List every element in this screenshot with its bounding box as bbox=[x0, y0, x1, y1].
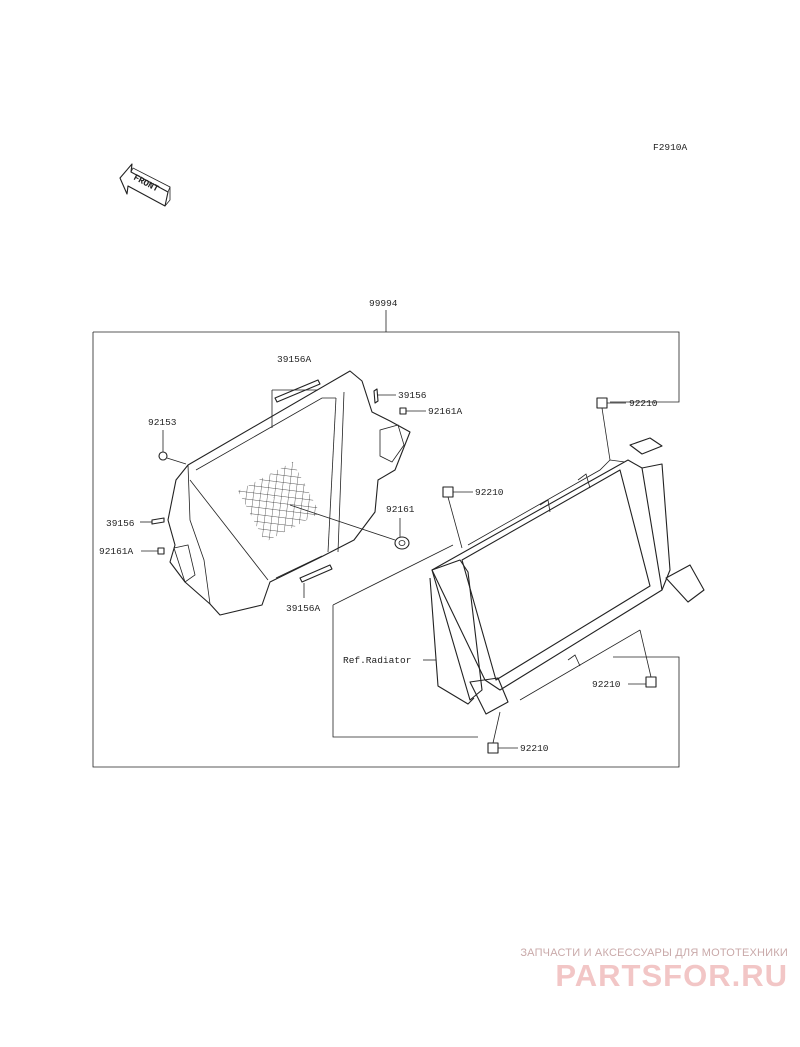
grommet-92153 bbox=[158, 451, 168, 461]
strip-39156-top bbox=[373, 388, 379, 404]
guard-mesh bbox=[238, 461, 320, 543]
leader-lines bbox=[140, 389, 652, 749]
part-label-39156-left: 39156 bbox=[106, 518, 135, 529]
part-label-39156-top: 39156 bbox=[398, 390, 427, 401]
part-label-92210-bottom-right: 92210 bbox=[592, 679, 621, 690]
upper-hose-outlet bbox=[665, 564, 705, 603]
part-label-92153: 92153 bbox=[148, 417, 177, 428]
watermark: ЗАПЧАСТИ И АКСЕССУАРЫ ДЛЯ МОТОТЕХНИКИ PA… bbox=[488, 947, 788, 993]
clip-92210-2 bbox=[442, 486, 454, 498]
clip-92210-3 bbox=[645, 676, 657, 688]
washer-92161 bbox=[394, 536, 410, 550]
part-label-92161: 92161 bbox=[386, 504, 415, 515]
part-label-92210-bottom: 92210 bbox=[520, 743, 549, 754]
radiator bbox=[429, 437, 705, 715]
part-label-92161A-left: 92161A bbox=[99, 546, 134, 557]
diagram-code: F2910A bbox=[653, 142, 688, 153]
ref-radiator-label: Ref.Radiator bbox=[343, 655, 411, 666]
front-label: FRONT bbox=[132, 173, 161, 195]
strip-39156A-bottom bbox=[299, 564, 333, 583]
assembly-part-number: 99994 bbox=[369, 298, 398, 309]
assembly-frame bbox=[92, 331, 680, 768]
watermark-subtitle: ЗАПЧАСТИ И АКСЕССУАРЫ ДЛЯ МОТОТЕХНИКИ bbox=[520, 947, 788, 959]
radiator-guard bbox=[167, 370, 411, 616]
radiator-cap-icon bbox=[629, 437, 663, 455]
strip-39156A-top bbox=[274, 379, 321, 403]
watermark-logo: PARTSFOR.RU bbox=[555, 958, 788, 993]
part-label-39156A-bottom: 39156A bbox=[286, 603, 321, 614]
part-label-92161A-top: 92161A bbox=[428, 406, 463, 417]
part-label-92210-top-left: 92210 bbox=[475, 487, 504, 498]
clip-92161A-top bbox=[399, 407, 407, 415]
lower-hose-outlet bbox=[469, 677, 509, 715]
clip-92210-4 bbox=[487, 742, 499, 754]
clip-92210-1 bbox=[596, 397, 608, 409]
part-label-39156A-top: 39156A bbox=[277, 354, 312, 365]
front-arrow-icon: FRONT bbox=[119, 163, 171, 207]
strip-39156-left bbox=[151, 517, 165, 525]
part-label-92210-top-right: 92210 bbox=[629, 398, 658, 409]
radiator-ref-bracket bbox=[332, 544, 478, 738]
clip-92161A-left bbox=[157, 547, 165, 555]
